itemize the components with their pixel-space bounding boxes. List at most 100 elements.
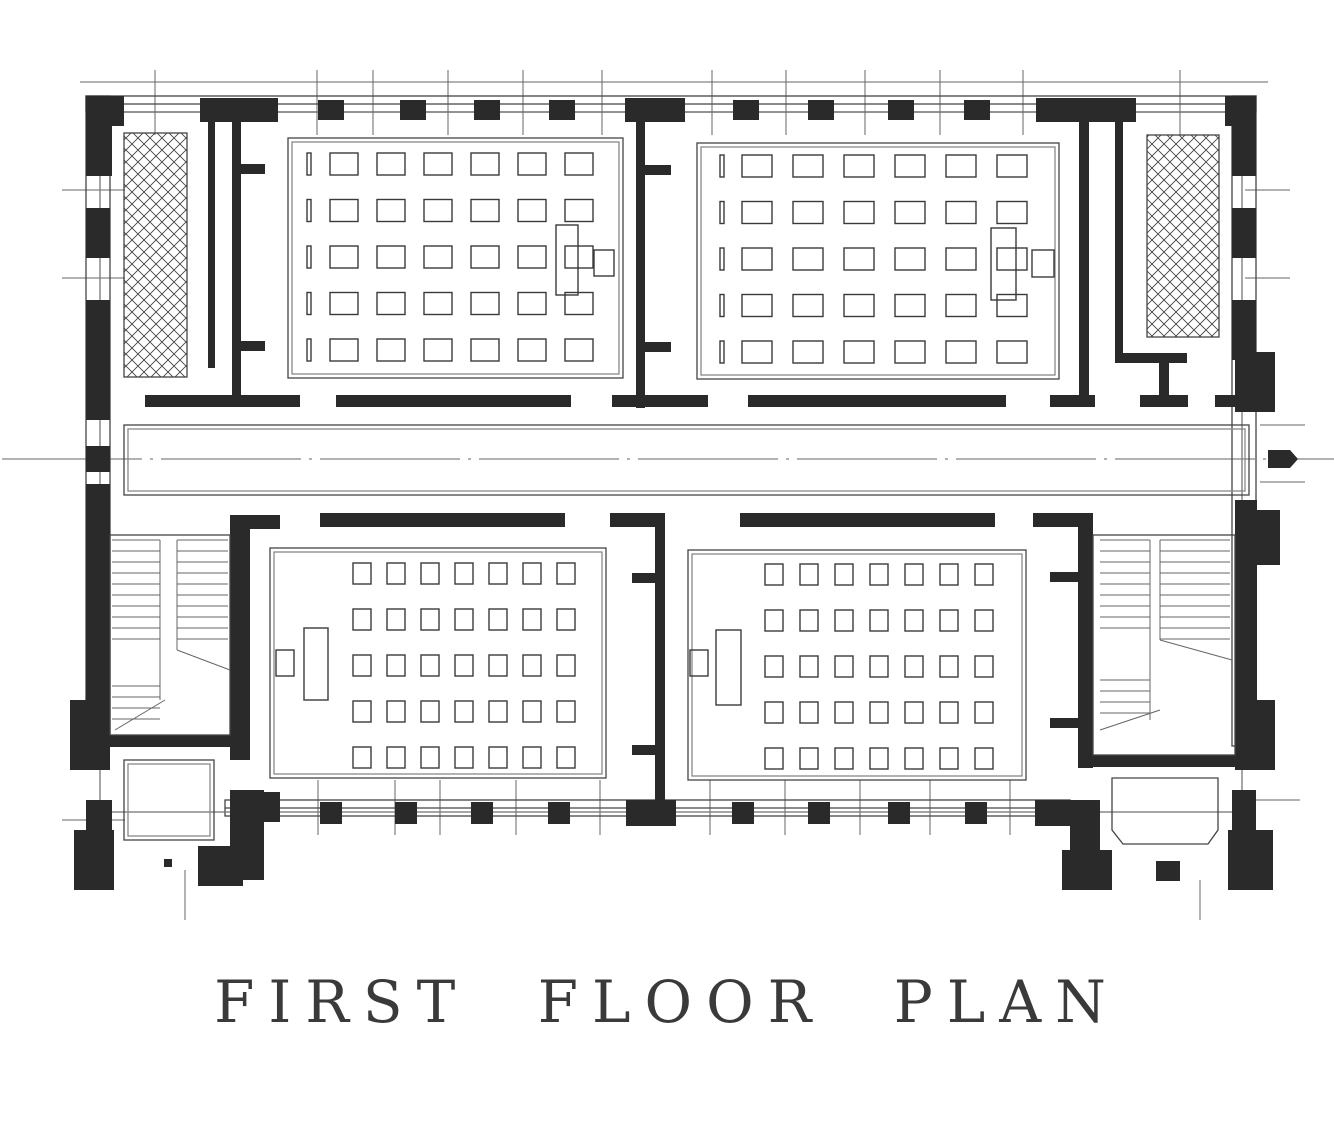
desk (376, 152, 406, 176)
stair-treads (112, 539, 1233, 731)
title-word-2: FLOOR (537, 968, 826, 1036)
desk (517, 198, 547, 223)
vestibule-se (1111, 777, 1219, 845)
desk (834, 701, 854, 724)
desk (764, 609, 784, 632)
desk (556, 746, 576, 769)
desk (792, 200, 824, 225)
desk (420, 608, 440, 631)
desk (869, 563, 889, 586)
desk (792, 340, 824, 364)
cloak-room-nw (123, 132, 188, 378)
desk (454, 700, 474, 723)
desk (843, 340, 875, 364)
desk (488, 746, 508, 769)
desk (420, 654, 440, 677)
teacher-desks (275, 224, 1055, 706)
desk (904, 701, 924, 724)
desk (799, 563, 819, 586)
desk (894, 293, 926, 318)
desk (894, 154, 926, 178)
desk (556, 654, 576, 677)
desk (352, 654, 372, 677)
desk (869, 747, 889, 770)
desk (454, 746, 474, 769)
desk (869, 609, 889, 632)
classroom-nw (287, 137, 624, 379)
desk (556, 562, 576, 585)
desk (939, 655, 959, 678)
desk (517, 338, 547, 362)
cloak-room-ne (1146, 134, 1220, 338)
desk (869, 701, 889, 724)
desk (423, 198, 453, 223)
desk (764, 701, 784, 724)
stair-sw (109, 534, 231, 736)
desk (904, 563, 924, 586)
desk (386, 746, 406, 769)
classroom-ne (696, 142, 1060, 380)
desk (741, 247, 773, 271)
desk (799, 655, 819, 678)
desk (386, 700, 406, 723)
title-word-3: PLAN (893, 968, 1120, 1036)
desk (470, 291, 500, 316)
desk (488, 562, 508, 585)
desk (488, 608, 508, 631)
corridor (123, 424, 1250, 496)
desk (564, 338, 594, 362)
desk (939, 609, 959, 632)
desk (894, 200, 926, 225)
desk-grid-nw (306, 152, 594, 362)
desk (386, 654, 406, 677)
desk (741, 293, 773, 318)
desk (945, 247, 977, 271)
desk (564, 198, 594, 223)
desk (741, 154, 773, 178)
desk (352, 700, 372, 723)
desk (792, 293, 824, 318)
desk (996, 247, 1028, 271)
desk-grid-sw (352, 562, 576, 769)
desk (869, 655, 889, 678)
desk (834, 563, 854, 586)
desk (996, 293, 1028, 318)
plan-title: FIRST FLOOR PLAN (0, 968, 1334, 1036)
desk (894, 247, 926, 271)
desk (564, 245, 594, 269)
desk (470, 152, 500, 176)
desk (470, 338, 500, 362)
desk (974, 609, 994, 632)
desk (939, 747, 959, 770)
desk (799, 701, 819, 724)
desk (522, 654, 542, 677)
desk (894, 340, 926, 364)
desk (329, 198, 359, 223)
desk (376, 291, 406, 316)
desk (420, 746, 440, 769)
desk (556, 700, 576, 723)
desk (517, 152, 547, 176)
desk (454, 608, 474, 631)
desk (329, 152, 359, 176)
desk (843, 154, 875, 178)
desk (843, 200, 875, 225)
desk (376, 245, 406, 269)
desk (423, 245, 453, 269)
desk (556, 608, 576, 631)
desk (522, 562, 542, 585)
desk (470, 198, 500, 223)
desk (945, 293, 977, 318)
desk (834, 655, 854, 678)
desk (843, 293, 875, 318)
desk (517, 245, 547, 269)
desk (423, 291, 453, 316)
desk (352, 746, 372, 769)
desk (564, 152, 594, 176)
desk (764, 747, 784, 770)
desk-grid-se (764, 563, 994, 770)
desk (974, 701, 994, 724)
desk (996, 154, 1028, 178)
desk (470, 245, 500, 269)
